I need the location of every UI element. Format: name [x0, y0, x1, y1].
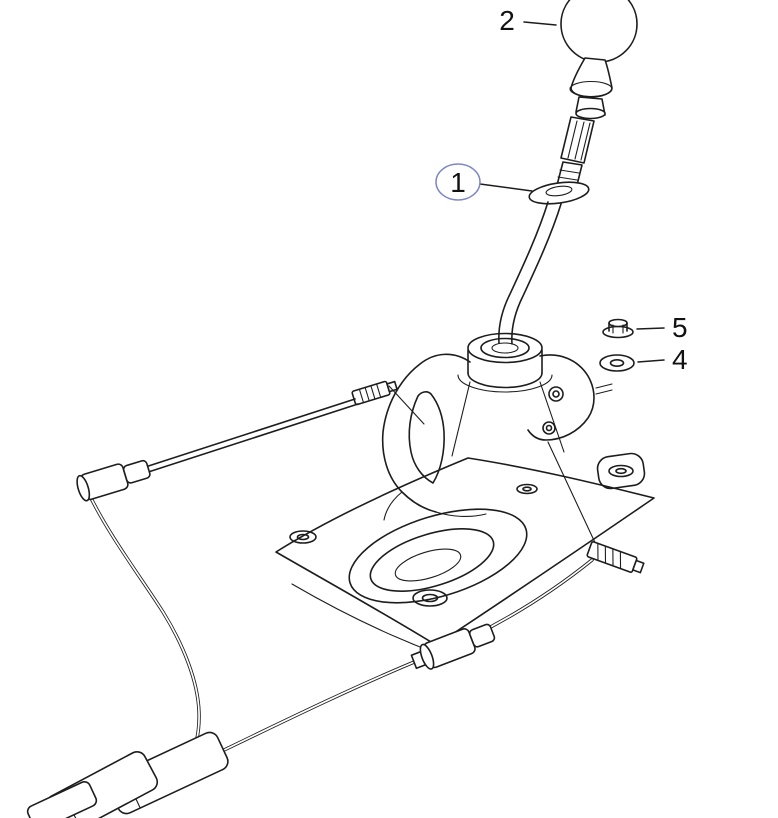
callout-5[interactable]: 5: [636, 312, 688, 343]
bolt-boss-right: [596, 452, 646, 490]
callout-1-highlight[interactable]: [435, 163, 481, 201]
lever-boot-flange: [528, 181, 590, 205]
shift-knob: [560, 0, 638, 120]
flange-nut: [602, 318, 634, 339]
callout-1-leader: [479, 183, 533, 192]
callout-4-label[interactable]: 4: [672, 344, 688, 375]
callout-2[interactable]: 2: [499, 5, 557, 36]
callout-4[interactable]: 4: [637, 344, 688, 375]
callout-2-label[interactable]: 2: [499, 5, 515, 36]
bolt-boss-left: [289, 530, 317, 544]
shift-lever: [498, 116, 595, 345]
left-cable-adjuster: [76, 459, 151, 502]
callout-1[interactable]: 1: [435, 163, 533, 201]
right-select-cable: [138, 541, 645, 799]
right-cable-end-connector: [586, 541, 645, 574]
washer: [599, 354, 635, 372]
bolt-boss-bottom: [412, 589, 448, 607]
cable-boots: [26, 731, 229, 818]
callout-5-leader: [636, 327, 665, 330]
callout-2-leader: [523, 21, 557, 26]
right-cable-adjuster: [410, 623, 496, 670]
callout-5-label[interactable]: 5: [672, 312, 688, 343]
callout-4-leader: [637, 359, 665, 363]
selector-link-arm: [527, 354, 613, 441]
bolt-boss-center: [516, 483, 538, 495]
callout-1-label[interactable]: 1: [450, 167, 466, 198]
left-cable-end-connector: [351, 380, 398, 406]
cable-attach-line: [547, 441, 599, 550]
shift-lever-housing: [275, 332, 655, 655]
